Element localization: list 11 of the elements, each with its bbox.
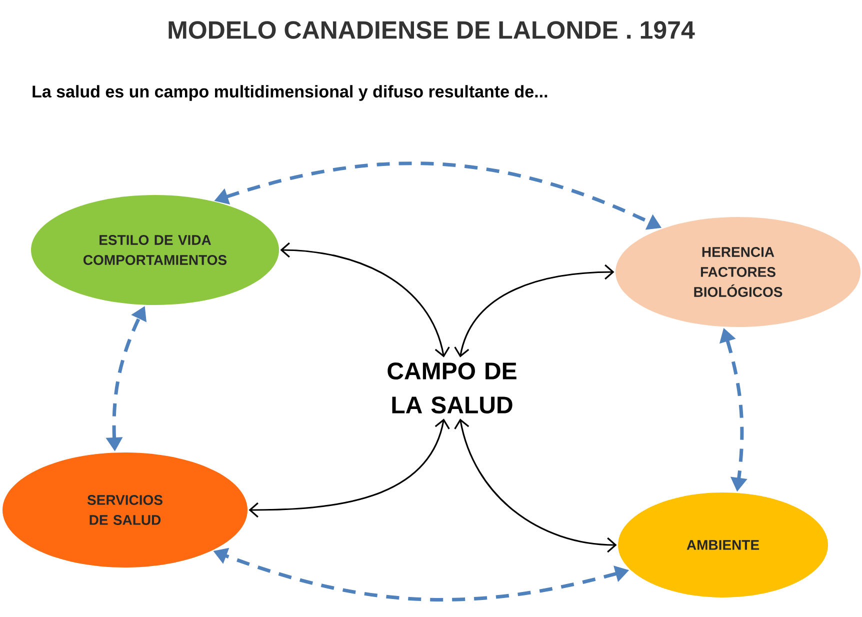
- ellipse-node: SERVICIOS DE SALUD: [2, 452, 248, 568]
- ellipse-node: ESTILO DE VIDA COMPORTAMIENTOS: [31, 195, 279, 305]
- center-label: CAMPO DE LA SALUD: [388, 362, 516, 414]
- arrow: [248, 418, 450, 518]
- subtitle: La salud es un campo multidimensional y difuso resultante de...: [32, 85, 548, 101]
- title: MODELO CANADIENSE DE LALONDE . 1974: [168, 21, 695, 39]
- arrow: [454, 418, 617, 553]
- ellipse-node: HERENCIA FACTORES BIOLÓGICOS: [616, 217, 860, 327]
- ellipse-node: AMBIENTE: [618, 492, 828, 598]
- arrow: [454, 264, 614, 358]
- arrow: [280, 242, 450, 358]
